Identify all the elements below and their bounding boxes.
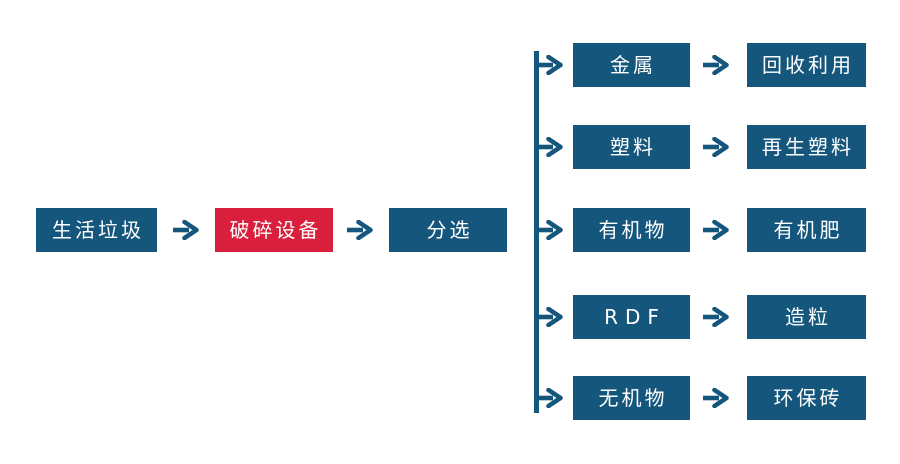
node-rdf: RDF bbox=[573, 295, 690, 339]
node-crushing-equipment: 破碎设备 bbox=[215, 208, 333, 252]
arrow-right-icon bbox=[172, 220, 200, 240]
arrow-right-icon bbox=[702, 307, 730, 327]
node-recycling: 回收利用 bbox=[747, 43, 866, 87]
node-sorting: 分选 bbox=[389, 208, 507, 252]
node-inorganic-matter: 无机物 bbox=[573, 376, 690, 420]
node-recycled-plastic: 再生塑料 bbox=[747, 125, 866, 169]
arrow-right-icon bbox=[702, 388, 730, 408]
node-granulation: 造粒 bbox=[747, 295, 866, 339]
arrow-right-icon bbox=[702, 220, 730, 240]
node-organic-fertilizer: 有机肥 bbox=[747, 208, 866, 252]
arrow-right-icon bbox=[536, 137, 564, 157]
node-organic-matter: 有机物 bbox=[573, 208, 690, 252]
arrow-right-icon bbox=[536, 55, 564, 75]
node-plastic: 塑料 bbox=[573, 125, 690, 169]
node-metal: 金属 bbox=[573, 43, 690, 87]
arrow-right-icon bbox=[702, 55, 730, 75]
arrow-right-icon bbox=[346, 220, 374, 240]
node-household-waste: 生活垃圾 bbox=[36, 208, 157, 252]
node-eco-brick: 环保砖 bbox=[747, 376, 866, 420]
arrow-right-icon bbox=[536, 307, 564, 327]
arrow-right-icon bbox=[536, 220, 564, 240]
arrow-right-icon bbox=[702, 137, 730, 157]
arrow-right-icon bbox=[536, 388, 564, 408]
distributor-line bbox=[534, 51, 539, 413]
